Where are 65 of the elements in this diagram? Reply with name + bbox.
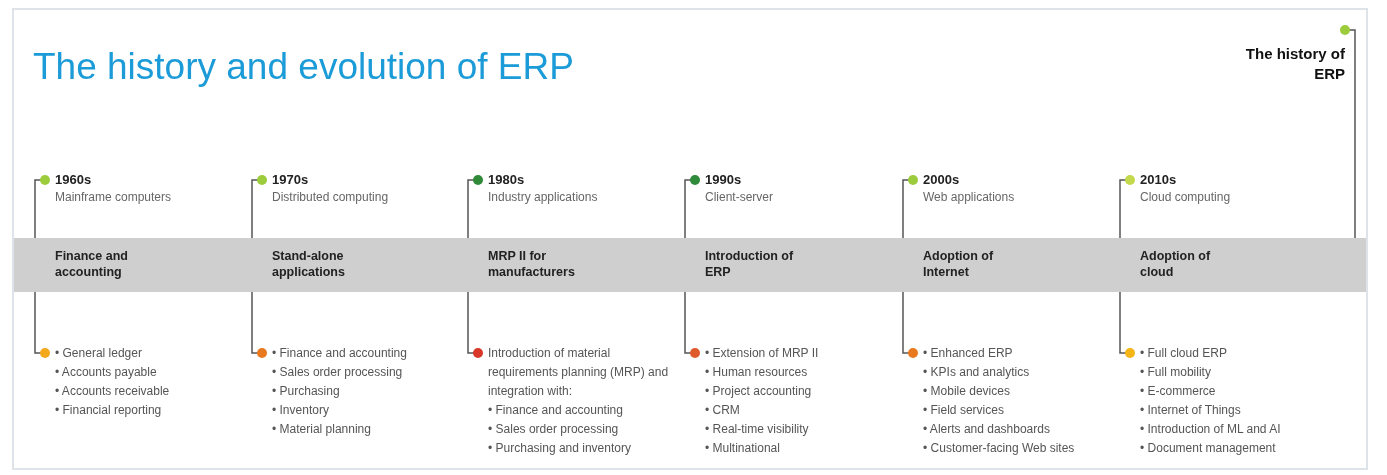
feature-item: • Enhanced ERP <box>923 345 1014 362</box>
era-description: Mainframe computers <box>55 189 173 206</box>
milestone-heading: Stand-alone applications <box>272 248 346 280</box>
feature-item: • Multinational <box>705 440 781 457</box>
feature-item: • Sales order processing <box>488 421 620 438</box>
era-description: Web applications <box>923 189 1016 206</box>
connector-line <box>34 175 50 239</box>
feature-item: • Inventory <box>272 402 330 419</box>
feature-item: • Full mobility <box>1140 364 1212 381</box>
feature-item: • Field services <box>923 402 1005 419</box>
connector-line <box>902 291 918 358</box>
feature-item: • Sales order processing <box>272 364 404 381</box>
feature-item: • Finance and accounting <box>272 345 408 362</box>
connector-line <box>1340 25 1356 239</box>
feature-item: • KPIs and analytics <box>923 364 1031 381</box>
decade-label: 1960s <box>55 171 93 189</box>
connector-line <box>251 175 267 239</box>
decade-label: 2010s <box>1140 171 1178 189</box>
milestone-heading: MRP II for manufacturers <box>488 248 576 280</box>
era-description: Industry applications <box>488 189 599 206</box>
era-description: Distributed computing <box>272 189 390 206</box>
feature-item: • Accounts receivable <box>55 383 171 400</box>
feature-item: • Purchasing and inventory <box>488 440 632 457</box>
connector-line <box>902 175 918 239</box>
timeline-band <box>14 238 1366 292</box>
feature-item: • Customer-facing Web sites <box>923 440 1076 457</box>
decade-label: 1970s <box>272 171 310 189</box>
connector-line <box>467 175 483 239</box>
feature-item: • CRM <box>705 402 741 419</box>
connector-line <box>684 291 700 358</box>
era-description: Client-server <box>705 189 774 206</box>
decade-label: 2000s <box>923 171 961 189</box>
feature-item: • Introduction of ML and AI <box>1140 421 1282 438</box>
feature-item: • Accounts payable <box>55 364 158 381</box>
feature-item: • Document management <box>1140 440 1277 457</box>
connector-line <box>684 175 700 239</box>
feature-item: • Mobile devices <box>923 383 1011 400</box>
feature-item: • Full cloud ERP <box>1140 345 1228 362</box>
feature-item: • General ledger <box>55 345 143 362</box>
feature-item: • Finance and accounting <box>488 402 624 419</box>
milestone-heading: Finance and accounting <box>55 248 129 280</box>
feature-item: • Material planning <box>272 421 372 438</box>
connector-line <box>34 291 50 358</box>
milestone-heading: Adoption of Internet <box>923 248 995 280</box>
era-description: Cloud computing <box>1140 189 1232 206</box>
connector-line <box>1119 175 1135 239</box>
feature-item: • Human resources <box>705 364 809 381</box>
connector-line <box>467 291 483 358</box>
feature-item: • Internet of Things <box>1140 402 1242 419</box>
feature-item: • Real-time visibility <box>705 421 810 438</box>
feature-item: • Alerts and dashboards <box>923 421 1051 438</box>
section-label: The history of ERP <box>1244 44 1345 84</box>
feature-item: • Purchasing <box>272 383 341 400</box>
feature-item: • Extension of MRP II <box>705 345 820 362</box>
decade-label: 1980s <box>488 171 526 189</box>
title: The history and evolution of ERP <box>33 45 574 89</box>
feature-item: • Project accounting <box>705 383 813 400</box>
decade-label: 1990s <box>705 171 743 189</box>
feature-item: Introduction of material requirements planning (MRP) and integration with: <box>488 345 670 400</box>
feature-item: • E-commerce <box>1140 383 1217 400</box>
connector-line <box>251 291 267 358</box>
milestone-heading: Adoption of cloud <box>1140 248 1212 280</box>
milestone-heading: Introduction of ERP <box>705 248 795 280</box>
feature-item: • Financial reporting <box>55 402 163 419</box>
connector-line <box>1119 291 1135 358</box>
